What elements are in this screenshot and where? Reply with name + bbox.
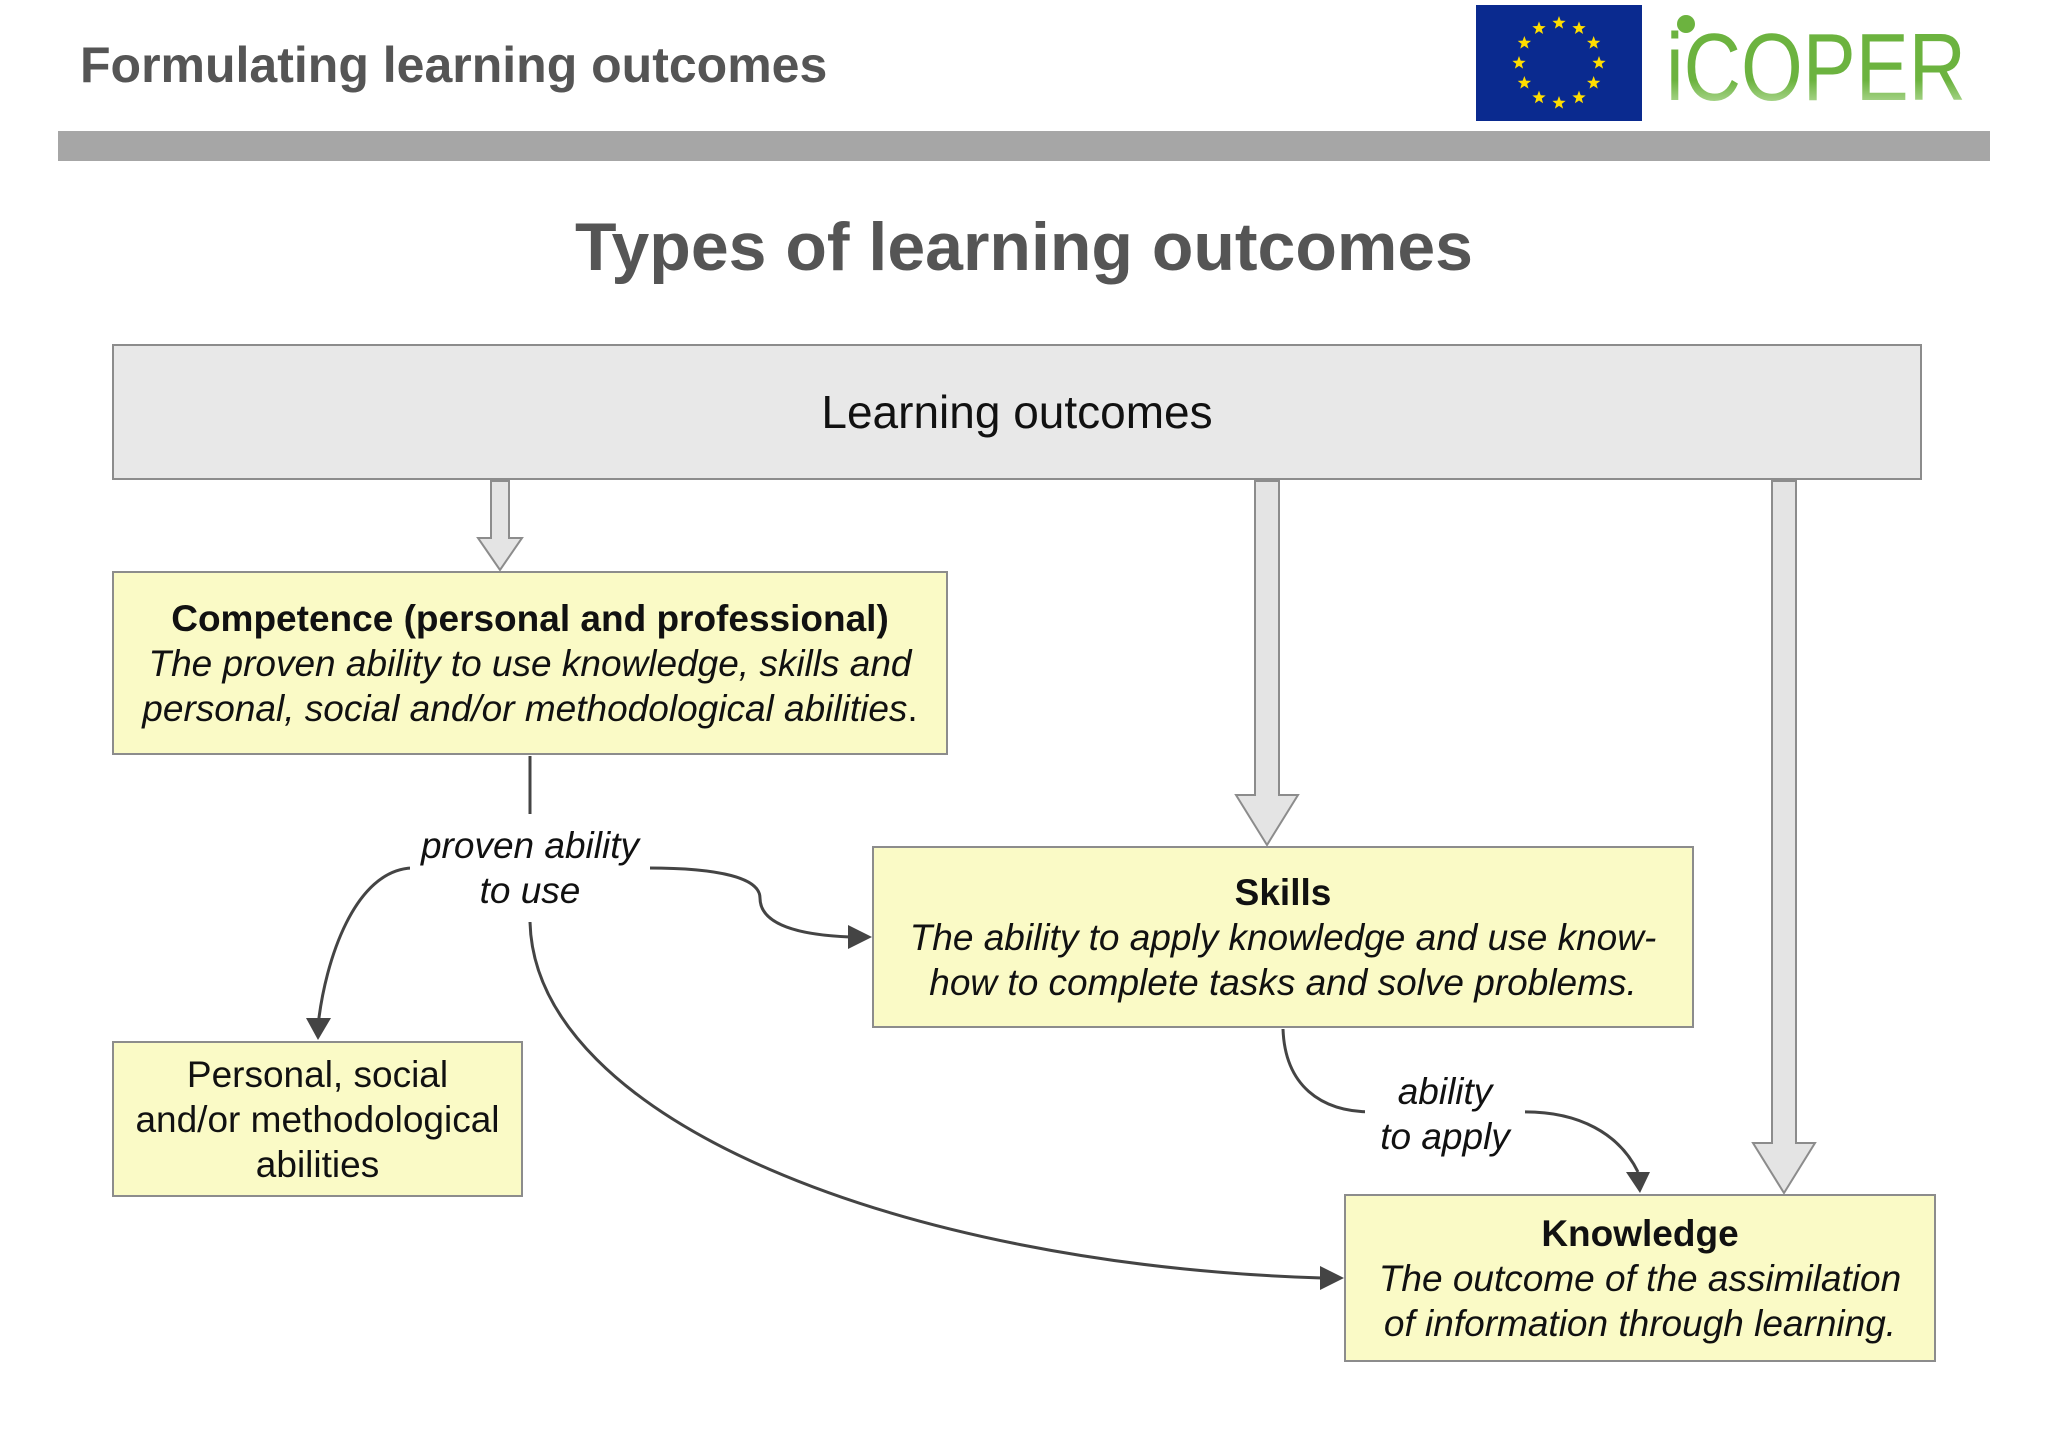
arrowhead-to-skills xyxy=(848,925,872,949)
eu-star-icon xyxy=(1552,96,1566,109)
knowledge-box: Knowledge The outcome of the assimilatio… xyxy=(1344,1194,1936,1362)
arrowhead-to-knowledge xyxy=(1320,1266,1344,1290)
slide-title: Types of learning outcomes xyxy=(574,209,1473,285)
abilities-box: Personal, social and/or methodological a… xyxy=(112,1041,523,1197)
competence-description-end: . xyxy=(907,687,918,729)
eu-star-icon xyxy=(1586,76,1601,89)
connector-apply-to-knowledge xyxy=(1517,1110,1640,1173)
competence-description-line2: personal, social and/or methodological a… xyxy=(142,687,908,729)
block-arrow-to-competence xyxy=(476,480,524,572)
icoper-logo: iCOPER xyxy=(1658,8,1978,121)
competence-box: Competence (personal and professional) T… xyxy=(112,571,948,755)
connector-to-knowledge xyxy=(528,921,1323,1280)
eu-star-icon xyxy=(1572,21,1586,35)
eu-star-icon xyxy=(1586,36,1601,49)
eu-star-icon xyxy=(1517,76,1532,89)
block-arrow-to-knowledge xyxy=(1751,480,1817,1195)
eu-star-icon xyxy=(1532,90,1546,104)
icoper-wordmark: iCOPER xyxy=(1666,14,1966,120)
arrowhead-apply-to-knowledge xyxy=(1626,1172,1650,1193)
skills-description-line1: The ability to apply knowledge and use k… xyxy=(909,916,1657,958)
knowledge-description-line2: of information through learning. xyxy=(1383,1302,1897,1344)
arrowhead-to-abilities xyxy=(306,1018,331,1040)
eu-star-icon xyxy=(1552,16,1566,29)
competence-title: Competence (personal and professional) xyxy=(171,597,889,639)
block-arrow-to-skills xyxy=(1234,480,1300,847)
knowledge-title: Knowledge xyxy=(1541,1212,1739,1254)
competence-description-line2-wrap: personal, social and/or methodological a… xyxy=(142,686,917,731)
connector-to-abilities xyxy=(316,866,413,1027)
connector-to-skills xyxy=(647,866,851,939)
header-divider-bar xyxy=(58,131,1990,161)
eu-star-icon xyxy=(1512,56,1526,69)
competence-description-line1: The proven ability to use knowledge, ski… xyxy=(148,642,912,684)
edge-label-apply-line2: to apply xyxy=(1380,1116,1510,1157)
abilities-line1: Personal, social xyxy=(186,1053,449,1095)
edge-label-proven-ability: proven ability to use xyxy=(410,823,650,913)
learning-outcomes-box: Learning outcomes xyxy=(112,344,1922,480)
header-title: Formulating learning outcomes xyxy=(80,37,828,93)
edge-label-proven-line2: to use xyxy=(479,870,581,911)
learning-outcomes-label: Learning outcomes xyxy=(821,385,1213,438)
eu-star-icon xyxy=(1592,56,1606,69)
connector-skills-stem xyxy=(1281,1028,1373,1114)
eu-flag-logo xyxy=(1476,5,1642,121)
eu-star-icon xyxy=(1517,36,1532,49)
skills-description-line2: how to complete tasks and solve problems… xyxy=(929,961,1637,1003)
skills-box: Skills The ability to apply knowledge an… xyxy=(872,846,1694,1028)
edge-label-ability-to-apply: ability to apply xyxy=(1365,1069,1525,1159)
eu-star-icon xyxy=(1532,21,1546,35)
skills-title: Skills xyxy=(1234,871,1332,913)
edge-label-apply-line1: ability xyxy=(1397,1071,1493,1112)
eu-star-icon xyxy=(1572,90,1586,104)
abilities-line3: abilities xyxy=(255,1143,380,1185)
eu-stars-icon xyxy=(1512,16,1606,109)
abilities-line2: and/or methodological xyxy=(135,1098,500,1140)
edge-label-proven-line1: proven ability xyxy=(420,825,639,866)
knowledge-description-line1: The outcome of the assimilation xyxy=(1378,1257,1902,1299)
